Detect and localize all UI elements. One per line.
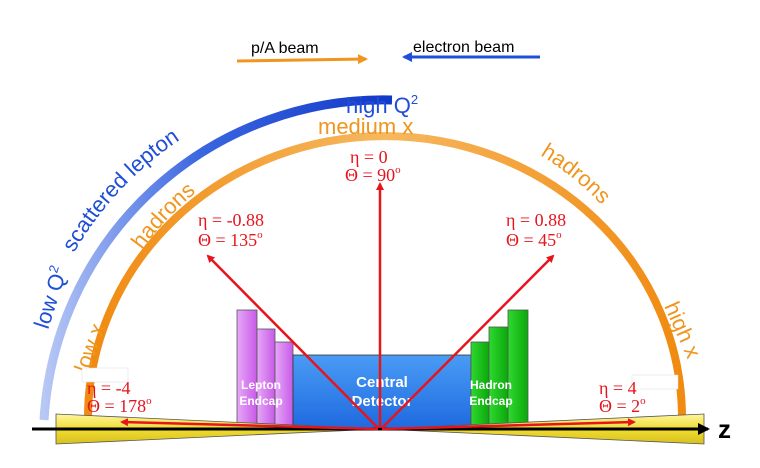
- electron-beam-label: electron beam: [413, 39, 514, 56]
- eta-neg4-label-bg: [81, 367, 129, 383]
- hadron-endcap-bar-2: [488, 326, 509, 428]
- theta-135-label: Θ = 135o: [198, 229, 263, 250]
- lepton-endcap-bar-1: [236, 309, 258, 428]
- eta-088-label: η = 0.88: [506, 210, 566, 230]
- pa-beam-arrow: [236, 54, 368, 65]
- hadron-endcap-bar-3: [507, 309, 529, 428]
- pa-beam-label: p/A beam: [251, 40, 319, 57]
- arrow-eta-neg4: [120, 418, 379, 431]
- eta-0-label: η = 0: [350, 147, 388, 167]
- high-q2-label: high Q2: [346, 92, 418, 118]
- lepton-endcap-label-line1: Lepton: [241, 378, 281, 392]
- hadron-arc: [84, 132, 686, 419]
- theta-178-label: Θ = 178o: [87, 395, 152, 416]
- central-detector-label-line1: Central: [356, 374, 408, 391]
- hadron-endcap-label-line1: Hadron: [470, 378, 512, 392]
- eta-neg4-label: η = -4: [87, 378, 131, 398]
- medium-x-label: medium x: [318, 114, 413, 139]
- eta-4-label: η = 4: [599, 378, 637, 398]
- theta-45-label: Θ = 45o: [506, 229, 562, 250]
- central-detector-label-line2: Detector: [352, 393, 413, 410]
- hadron-endcap-label-line2: Endcap: [469, 394, 512, 408]
- z-axis-label: z: [718, 414, 731, 444]
- theta-90-label: Θ = 90o: [345, 164, 401, 185]
- theta-2-label: Θ = 2o: [599, 395, 646, 416]
- eta-neg088-label: η = -0.88: [198, 210, 264, 230]
- eta0-label-bg: [341, 148, 411, 180]
- scattered-lepton-arc: [39, 95, 393, 421]
- scattered-lepton-label: scattered lepton: [57, 123, 183, 255]
- eta-pos4-label-bg: [631, 374, 679, 390]
- arrow-eta-4: [381, 418, 636, 431]
- arrow-eta-088: [381, 254, 555, 429]
- lepton-endcap-label-line2: Endcap: [239, 394, 282, 408]
- hadrons-left-label: hadrons: [126, 177, 200, 253]
- arrow-eta-neg088: [206, 254, 379, 429]
- low-x-label: low x: [69, 320, 110, 376]
